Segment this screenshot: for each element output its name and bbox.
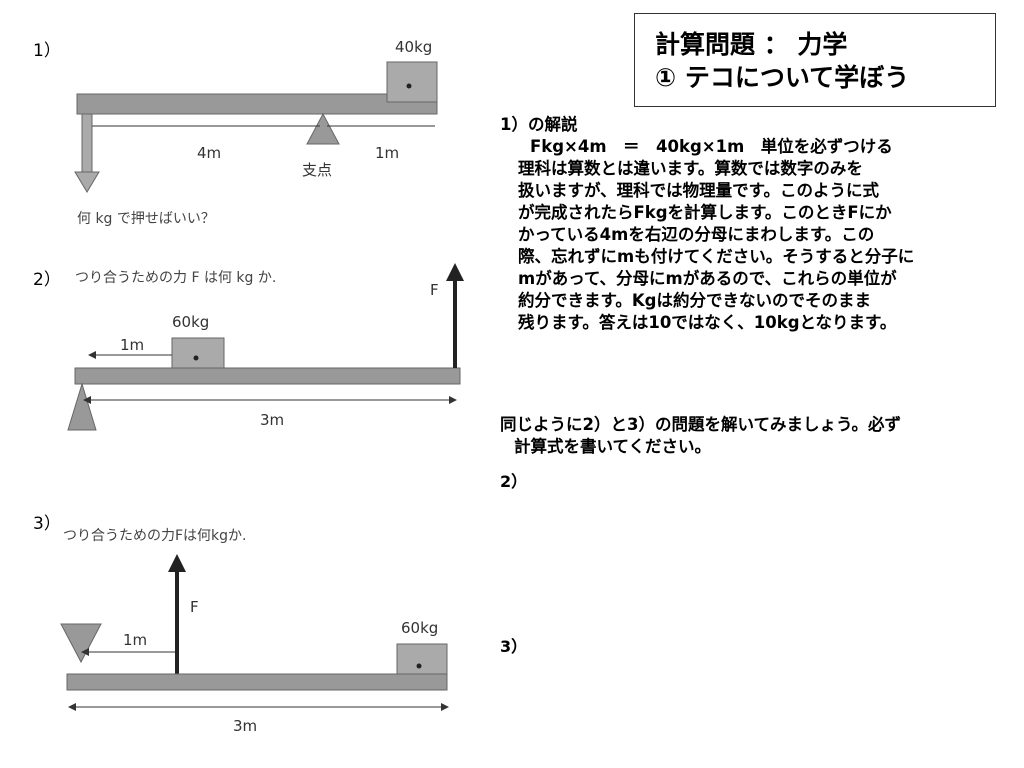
explanation-line: 残ります。答えは10ではなく、10kgとなります。 [518,313,897,332]
lever-diagram-2: つり合うための力 F は何 kg か. 60kg 1m 3m F [67,263,464,431]
lever-diagram-1: 40kg 支点 4m 1m 何 kg で押せばいい？ [74,38,438,227]
force-label: F [190,598,199,616]
explanation-line: 理科は算数とは違います。算数では数字のみを [518,159,863,178]
instruction-line-2: 計算式を書いてください。 [514,437,712,456]
weight-block [396,643,448,677]
answer-2-label: 2） [500,472,528,491]
problem-3-label: 3） [33,514,61,534]
push-arrow-shaft [81,113,93,173]
weight-bolt [193,355,199,361]
weight-label: 60kg [172,313,209,331]
dist-total-label: 3m [233,717,257,735]
weight-bolt [406,83,412,89]
dist-short-label: 1m [120,336,144,354]
dist-arrow [88,351,96,359]
push-arrow-head [74,171,100,193]
weight-label: 60kg [401,619,438,637]
dist-arrow [449,396,457,404]
title-line-2: ① テコについて学ぼう [655,63,910,92]
title-line-1: 計算問題 ： 力学 [655,30,848,59]
dist-arrow [83,396,91,404]
lever-beam [66,673,448,691]
lever-beam [76,93,438,115]
dist-left-label: 4m [197,144,221,162]
explanation-heading: 1）の解説 [500,115,578,134]
question-3: つり合うための力Fは何kgか. [63,528,247,544]
force-arrow-head [446,263,464,281]
instruction-line-1: 同じように2）と3）の問題を解いてみましょう。必ず [500,415,901,434]
dist-arrow [81,648,89,656]
fulcrum-label: 支点 [302,161,332,179]
fulcrum [67,382,97,431]
weight-block [171,337,225,369]
dist-total-label: 3m [260,411,284,429]
explanation-line: 約分できます。Kgは約分できないのでそのまま [518,291,871,310]
problem-2-label: 2） [33,270,61,290]
dist-arrow [441,703,449,711]
explanation-line: mがあって、分母にmがあるので、これらの単位が [518,269,897,288]
lever-diagram-3: つり合うための力Fは何kgか. 1m F 60kg 3m [60,528,449,735]
explanation: 1）の解説 Fkg×4m ＝ 40kg×1m 単位を必ずつける 理科は算数とは違… [500,114,1000,334]
explanation-line: かっている4mを右辺の分母にまわします。この [518,225,875,244]
explanation-line: 際、忘れずにmも付けてください。そうすると分子に [518,247,915,266]
problem-1-label: 1） [33,41,61,61]
fulcrum [60,623,102,664]
question-2: つり合うための力 F は何 kg か. [75,270,276,286]
question-1: 何 kg で押せばいい？ [77,211,215,227]
dist-short-label: 1m [123,631,147,649]
dist-right-label: 1m [375,144,399,162]
explanation-line: 扱いますが、理科では物理量です。このように式 [518,181,880,200]
instruction: 同じように2）と3）の問題を解いてみましょう。必ず 計算式を書いてください。 [500,414,1000,458]
force-label: F [430,281,439,299]
weight-label: 40kg [395,38,432,56]
fulcrum [306,112,340,145]
dist-arrow [68,703,76,711]
weight-bolt [416,663,422,669]
answer-3-label: 3） [500,637,528,656]
explanation-equation: Fkg×4m ＝ 40kg×1m 単位を必ずつける [530,137,893,156]
lever-beam [74,367,461,385]
force-arrow-head [168,554,186,572]
weight-block [386,61,438,103]
explanation-line: が完成されたらFkgを計算します。このときFにか [518,203,892,222]
title-box: 計算問題 ： 力学 ① テコについて学ぼう [634,13,996,107]
